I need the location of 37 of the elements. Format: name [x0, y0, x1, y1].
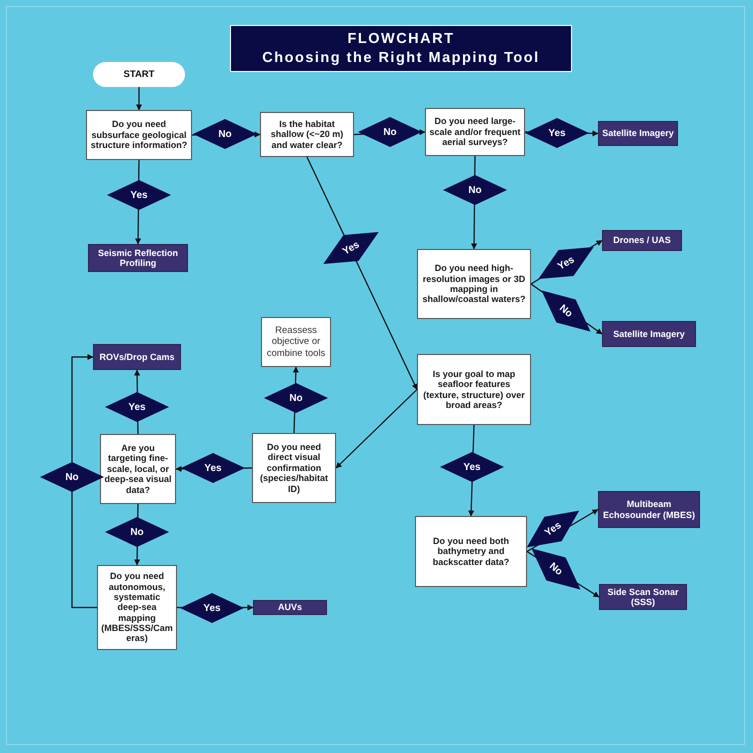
- arrow: [306, 156, 418, 390]
- edge-label: No: [193, 119, 257, 149]
- subtitle: Choosing the Right Mapping Tool: [262, 48, 540, 68]
- decision-box: Do you need both bathymetry and backscatter data?: [415, 516, 527, 587]
- result-box: Satellite Imagery: [602, 321, 696, 347]
- result-box: Drones / UAS: [602, 230, 682, 251]
- decision-box: Do you need high-resolution images or 3D mapping in shallow/coastal waters?: [417, 249, 531, 319]
- decision-box: Is the habitat shallow (<~20 m) and water clear?: [260, 112, 354, 157]
- result-box: Side Scan Sonar (SSS): [599, 584, 687, 610]
- edge-label: Yes: [440, 452, 504, 482]
- process-box: Reassess objective or combine tools: [261, 317, 331, 367]
- result-box: Multibeam Echosounder (MBES): [598, 491, 700, 528]
- edge-label: Yes: [107, 180, 171, 210]
- title: FLOWCHART: [348, 30, 454, 48]
- decision-box: Do you need large-scale and/or frequent aerial surveys?: [425, 108, 525, 156]
- edge-label: No: [105, 517, 169, 547]
- arrow: [136, 87, 142, 110]
- edge-label: Yes: [180, 593, 244, 623]
- result-box: Seismic Reflection Profiling: [88, 244, 188, 272]
- result-box: ROVs/Drop Cams: [93, 344, 181, 370]
- decision-box: Is your goal to map seafloor features (texture, structure) over broad areas?: [417, 354, 531, 425]
- edge-label: Yes: [181, 453, 245, 483]
- edge-label: No: [443, 175, 507, 205]
- edge-label: Yes: [105, 392, 169, 422]
- decision-box: Do you need subsurface geological structure information?: [86, 110, 192, 160]
- arrow: [336, 389, 418, 468]
- decision-box: Are you targeting fine-scale, local, or deep-sea visual data?: [100, 434, 176, 504]
- edge-label: No: [358, 117, 422, 147]
- edge-label: No: [40, 462, 104, 492]
- edge-label: Yes: [525, 118, 589, 148]
- decision-box: Do you need autonomous, systematic deep-sea mapping (MBES/SSS/Cameras): [97, 565, 177, 650]
- result-box: AUVs: [253, 600, 327, 615]
- decision-box: Do you need direct visual confirmation (species/habitat ID): [252, 433, 336, 503]
- start-terminal: START: [93, 62, 185, 87]
- result-box: Satellite Imagery: [598, 121, 678, 146]
- edge-label: No: [264, 383, 328, 413]
- arrow: [71, 354, 97, 608]
